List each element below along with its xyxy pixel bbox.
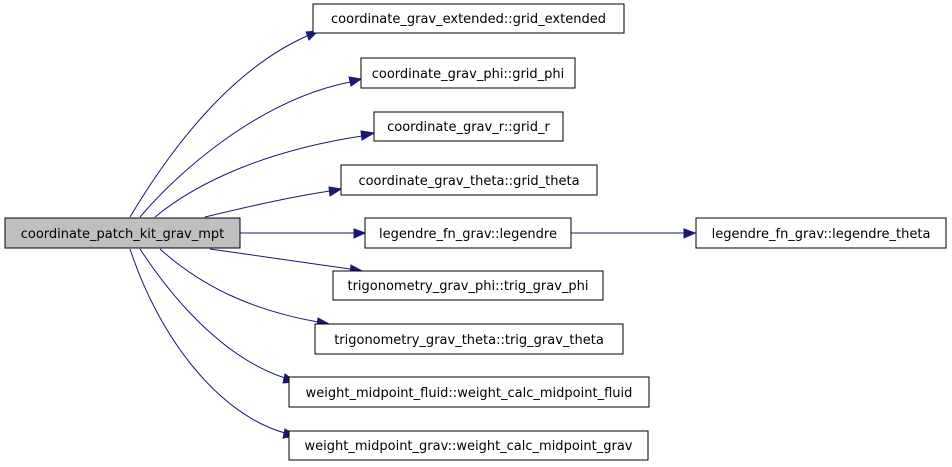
node-grid-phi[interactable]: coordinate_grav_phi::grid_phi — [360, 57, 576, 89]
node-grid-extended[interactable]: coordinate_grav_extended::grid_extended — [312, 3, 625, 34]
node-label: coordinate_grav_theta::grid_theta — [358, 174, 579, 189]
node-label: coordinate_grav_extended::grid_extended — [331, 12, 606, 27]
node-label: trigonometry_grav_phi::trig_grav_phi — [347, 279, 588, 294]
node-weight-calc-midpoint-fluid[interactable]: weight_midpoint_fluid::weight_calc_midpo… — [288, 376, 650, 408]
node-grid-theta[interactable]: coordinate_grav_theta::grid_theta — [340, 164, 598, 196]
edge-root-weight-fluid — [139, 248, 286, 379]
edge-arrow-legendre — [353, 228, 367, 239]
node-grid-r[interactable]: coordinate_grav_r::grid_r — [373, 111, 564, 142]
node-label: weight_midpoint_grav::weight_calc_midpoi… — [305, 439, 633, 454]
edge-root-trig-grav-phi — [209, 248, 351, 270]
node-label: legendre_fn_grav::legendre — [379, 227, 557, 242]
node-label: coordinate_grav_phi::grid_phi — [372, 67, 565, 82]
node-label: trigonometry_grav_theta::trig_grav_theta — [334, 333, 604, 348]
node-label: coordinate_grav_r::grid_r — [387, 120, 550, 135]
edge-arrow-grid-phi — [348, 76, 363, 87]
node-legendre[interactable]: legendre_fn_grav::legendre — [364, 217, 572, 249]
edge-arrow-legendre-theta — [683, 228, 697, 239]
edge-root-grid-r — [154, 135, 363, 218]
node-legendre-theta[interactable]: legendre_fn_grav::legendre_theta — [695, 217, 947, 249]
edge-root-grid-extended — [129, 35, 308, 218]
edge-arrow-grid-r — [360, 130, 376, 141]
edge-arrow-grid-theta — [328, 186, 343, 197]
node-label: weight_midpoint_fluid::weight_calc_midpo… — [306, 386, 633, 401]
node-label: legendre_fn_grav::legendre_theta — [712, 227, 931, 242]
edge-root-grid-theta — [204, 190, 331, 218]
edge-root-trig-grav-theta — [159, 248, 319, 323]
node-label: coordinate_patch_kit_grav_mpt — [21, 227, 225, 242]
edge-root-weight-grav — [129, 248, 286, 434]
node-trig-grav-theta[interactable]: trigonometry_grav_theta::trig_grav_theta — [314, 323, 624, 355]
edges — [129, 30, 697, 439]
node-weight-calc-midpoint-grav[interactable]: weight_midpoint_grav::weight_calc_midpoi… — [288, 430, 649, 461]
node-trig-grav-phi[interactable]: trigonometry_grav_phi::trig_grav_phi — [332, 270, 604, 301]
node-root[interactable]: coordinate_patch_kit_grav_mpt — [4, 217, 241, 249]
edge-root-grid-phi — [139, 81, 351, 218]
